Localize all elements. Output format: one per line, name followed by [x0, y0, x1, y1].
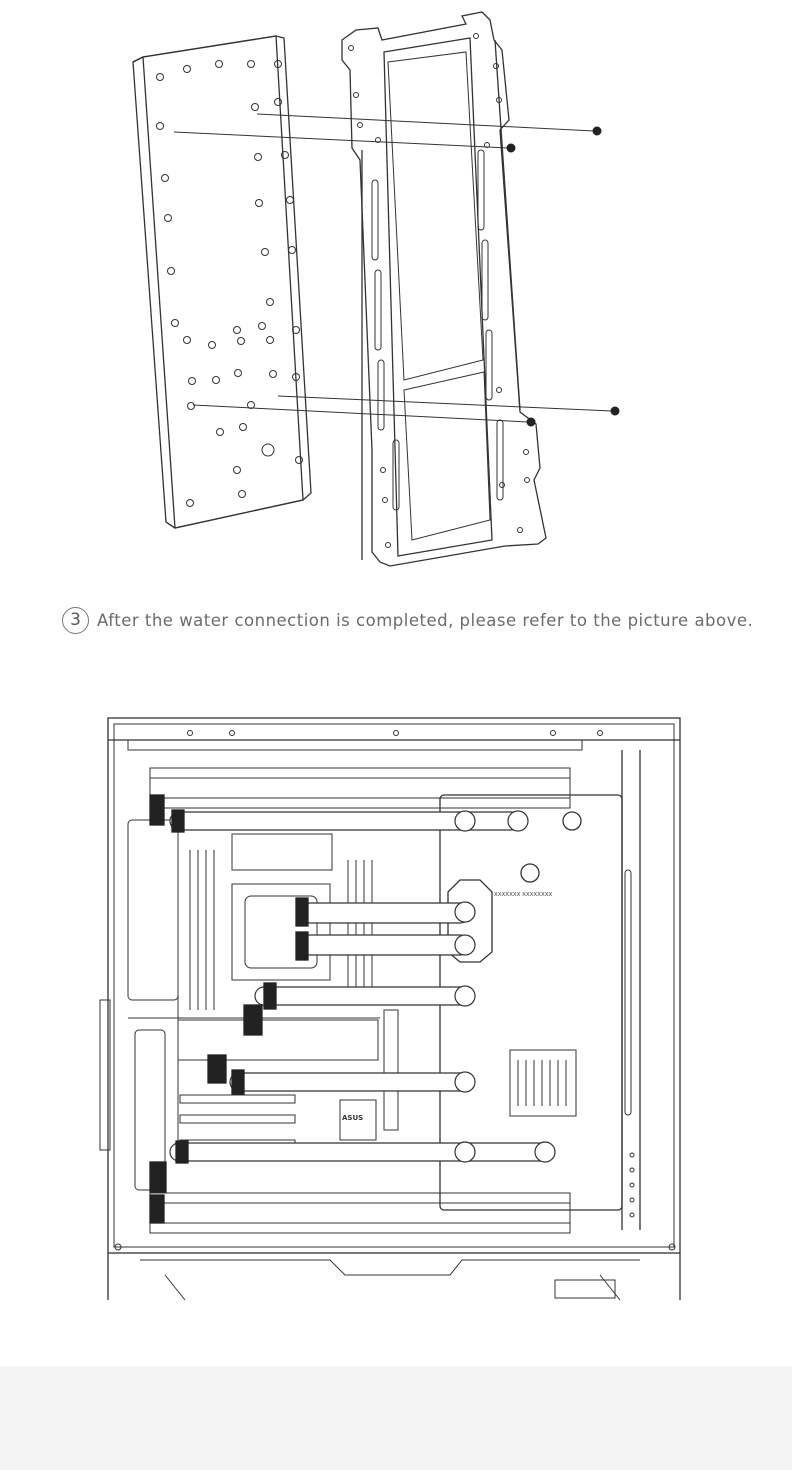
plate-holes: [156, 60, 303, 507]
block-label: XXXXXXX XXXXXXXX: [494, 892, 552, 898]
screw-guide-lines: [173, 113, 613, 423]
screw-icon: [506, 143, 516, 153]
screw-icon: [592, 126, 602, 136]
distribution-plate: [132, 35, 312, 529]
bracket-slots: [371, 149, 504, 511]
case-chassis: [99, 717, 681, 1301]
step-caption: 3 After the water connection is complete…: [62, 603, 753, 637]
step-instruction-text: After the water connection is completed,…: [97, 610, 754, 630]
screws: [506, 126, 620, 427]
screw-icon: [610, 406, 620, 416]
screw-icon: [526, 417, 536, 427]
step-number-badge: 3: [62, 606, 89, 634]
mounting-bracket: [341, 11, 547, 567]
footer-band: [0, 1366, 792, 1470]
assembled-case-diagram: XXXXXXX XXXXXXXX ASUS: [99, 717, 681, 1301]
plate-bracket-exploded-diagram: [132, 11, 620, 567]
motherboard: ASUS: [177, 819, 441, 1153]
tube-fittings: [149, 794, 309, 1224]
bracket-holes: [348, 33, 530, 548]
motherboard-logo: ASUS: [342, 1114, 363, 1122]
coolant-tubes: [169, 810, 556, 1163]
